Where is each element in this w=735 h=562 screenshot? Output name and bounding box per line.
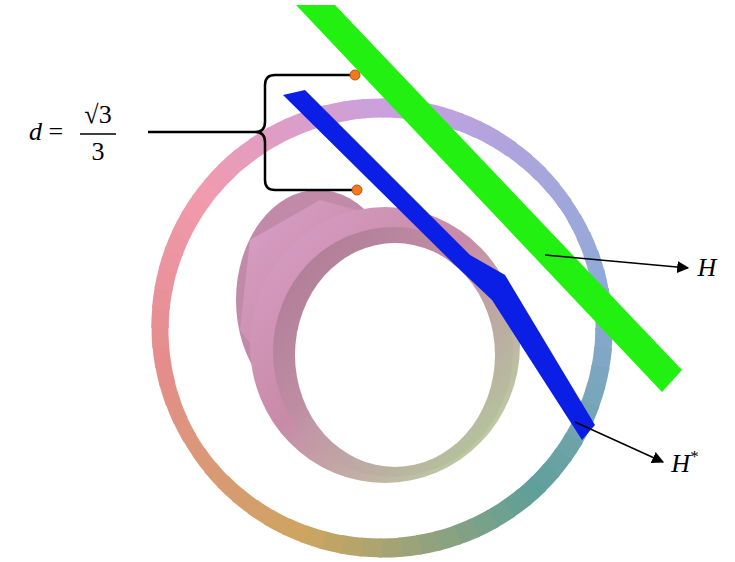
ring-segment [163,268,168,290]
plane-name: H [698,255,717,281]
ring-segment [167,382,174,403]
ring-segment [418,541,440,546]
ring-segment [344,109,366,112]
ring-segment [181,216,191,236]
ring-segment [168,250,175,271]
ring-segment [269,517,289,527]
ring-segment [188,436,200,455]
ring-segment [200,184,214,201]
ring-segment [539,172,554,188]
ring-segment [237,495,255,509]
ring-segment [591,253,598,274]
ring-segment [252,507,271,519]
ring-segment [303,534,324,541]
ring-segment [363,98,385,118]
cylinder [236,190,520,483]
ring-segment [322,540,344,545]
ring-segment [360,547,382,548]
ring-segment [537,469,552,485]
ring-segment [509,148,527,162]
point [352,185,362,195]
ring-segment [199,452,212,470]
ring-segment [161,344,164,366]
ring-segment [271,127,291,137]
ring-segment [286,526,307,535]
ring-segment [523,484,540,499]
distance-label: d = [29,119,63,145]
ring-segment [212,170,227,186]
ring-segment [507,497,525,510]
ring-segment [341,544,363,547]
ring-segment [476,129,496,139]
ring-segment [550,454,564,471]
ring-segment [379,538,401,558]
ring-segment [225,158,242,173]
ring-segment [163,363,168,385]
ring-segment [399,545,421,548]
ring-segment [161,287,164,309]
leader-arrow [545,255,688,268]
ring-segment [493,138,512,150]
plane-h [296,5,682,392]
ring-segment [190,200,202,219]
ring-segment [458,121,479,130]
ring-segment [552,187,565,205]
ring-segment [210,467,225,483]
plane-name: H* [671,448,698,477]
fraction-denominator: 3 [92,139,105,165]
fraction-bar [80,133,116,135]
ring-segment [583,235,591,256]
ring-segment [590,385,597,406]
ring-segment [152,325,170,347]
fraction-numerator: √3 [84,102,111,128]
ring-segment [473,519,493,529]
ring-segment [173,232,182,252]
ring-segment [288,120,309,128]
ring-segment [562,438,574,457]
ring-segment [172,401,180,422]
ring-segment [574,218,584,238]
ring-segment [525,160,541,175]
ring-segment [596,366,601,388]
leader-arrow [575,422,663,462]
distance-bracket [148,75,352,190]
ring-segment [437,535,458,542]
ring-segment [564,202,576,221]
ring-segment [223,482,239,497]
ring-segment [160,306,161,328]
ring-segment [603,328,604,350]
ring-segment [239,146,257,159]
ring-segment [180,418,190,438]
ring-segment [491,508,510,520]
point [350,70,360,80]
ring-segment [600,347,603,369]
ring-segment [455,527,476,535]
